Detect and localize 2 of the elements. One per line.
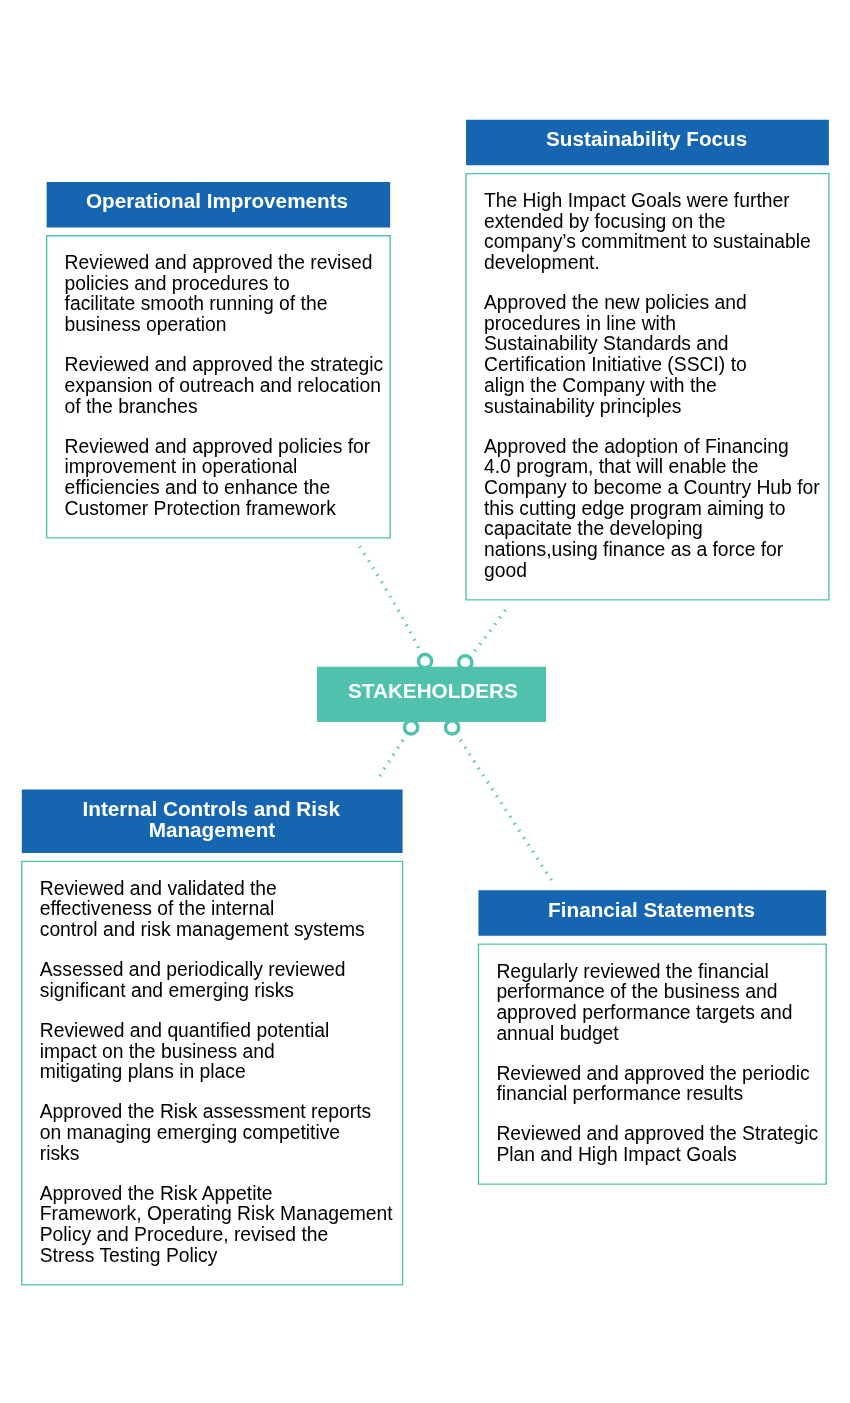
connector xyxy=(358,545,434,670)
node-box: STAKEHOLDERS xyxy=(317,666,547,722)
